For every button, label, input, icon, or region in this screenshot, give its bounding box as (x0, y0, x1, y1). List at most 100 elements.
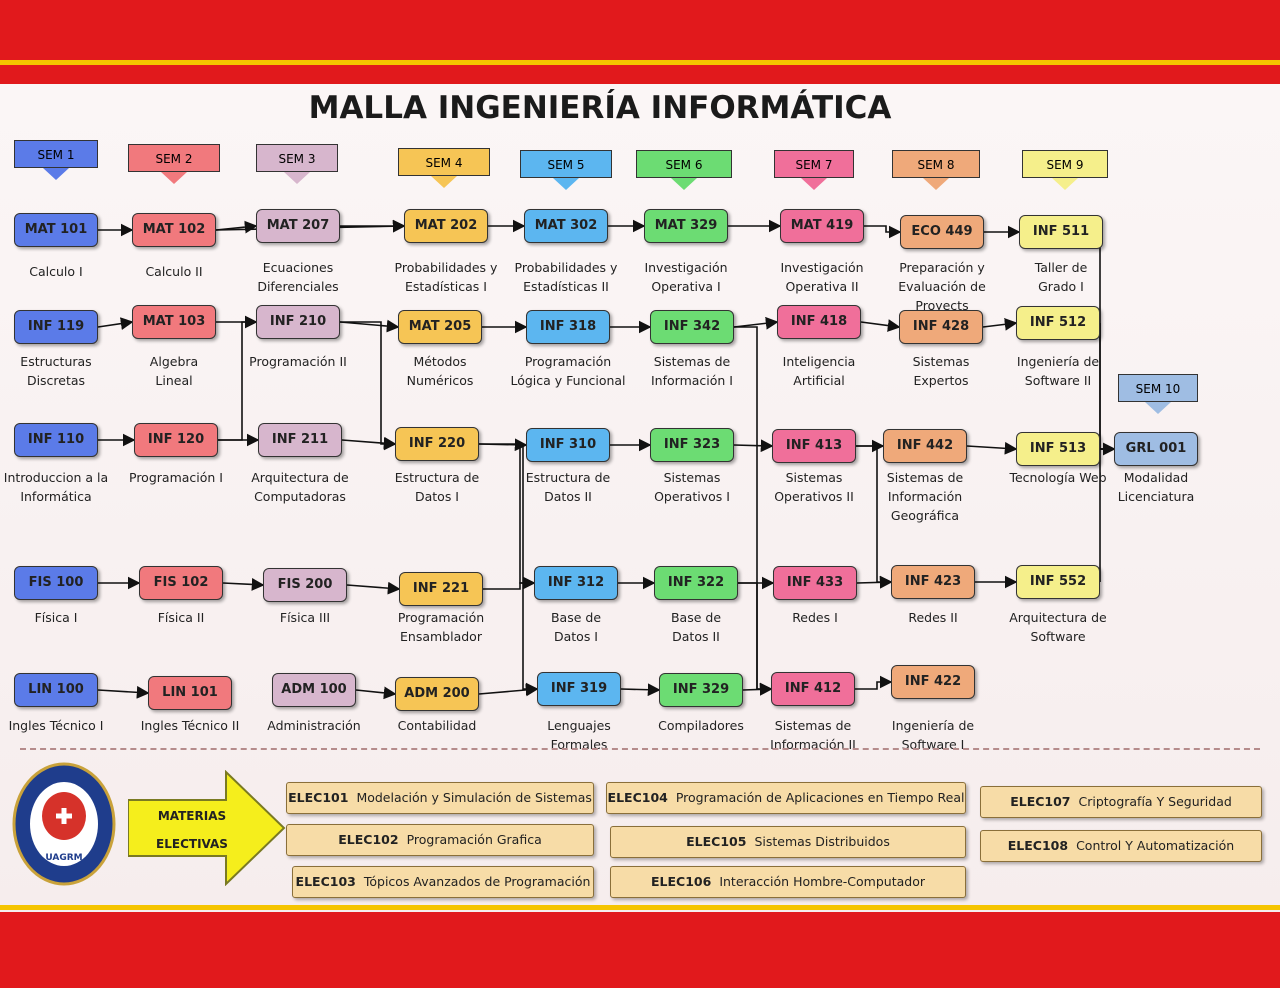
semester-label: SEM 4 (398, 148, 490, 176)
prerequisite-arrow (97, 317, 134, 330)
course-box: INF 512 (1016, 306, 1100, 340)
prerequisite-arrow (355, 686, 397, 700)
semester-header: SEM 10 (1118, 374, 1198, 414)
prerequisite-arrow (483, 576, 536, 590)
course-box: MAT 202 (404, 209, 488, 243)
course-box: INF 221 (399, 572, 483, 606)
course-name: Calculo II (145, 264, 203, 279)
course-box: INF 210 (256, 305, 340, 339)
svg-text:UAGRM: UAGRM (45, 853, 82, 863)
course-box: LIN 101 (148, 676, 232, 710)
prerequisite-arrow (966, 441, 1018, 455)
course-box: MAT 103 (132, 305, 216, 339)
course-name: Calculo I (29, 264, 83, 279)
semester-label: SEM 7 (774, 150, 854, 178)
course-name: Tecnología Web (1009, 470, 1107, 485)
semester-arrow-icon (161, 172, 187, 184)
course-box: INF 312 (534, 566, 618, 600)
course-box: INF 423 (891, 565, 975, 599)
course-box: MAT 419 (780, 209, 864, 243)
course-box: ECO 449 (900, 215, 984, 249)
prerequisite-arrow (222, 578, 265, 591)
semester-header: SEM 5 (520, 150, 612, 190)
semester-header: SEM 7 (774, 150, 854, 190)
course-name: Programación II (249, 354, 347, 369)
course-box: INF 119 (14, 310, 98, 344)
course-box: INF 422 (891, 665, 975, 699)
course-name: Administración (267, 718, 361, 733)
prerequisite-arrow (340, 321, 397, 451)
prerequisite-arrow (346, 581, 401, 595)
course-name: Programación I (129, 470, 223, 485)
prerequisite-arrow (218, 315, 258, 441)
electives-divider (20, 748, 1260, 750)
elective-code: ELEC106 (651, 874, 712, 889)
semester-label: SEM 3 (256, 144, 338, 172)
course-name: Compiladores (658, 718, 744, 733)
course-box: FIS 100 (14, 566, 98, 600)
course-name: Física II (157, 610, 205, 625)
semester-arrow-icon (284, 172, 310, 184)
semester-arrow-icon (43, 168, 69, 180)
elective-code: ELEC104 (607, 790, 668, 805)
course-box: ADM 100 (272, 673, 356, 707)
electives-arrow: MATERIAS ELECTIVAS (128, 770, 286, 886)
course-box: INF 433 (773, 566, 857, 600)
semester-header: SEM 9 (1022, 150, 1108, 190)
prerequisite-arrow (855, 675, 893, 690)
semester-header: SEM 4 (398, 148, 490, 188)
course-box: ADM 200 (395, 677, 479, 711)
prerequisite-arrow (339, 319, 400, 333)
course-box: INF 418 (777, 305, 861, 339)
prerequisite-arrow (620, 683, 661, 697)
prerequisite-arrow (856, 445, 893, 589)
course-box: INF 110 (14, 423, 98, 457)
course-box: LIN 100 (14, 673, 98, 707)
semester-header: SEM 2 (128, 144, 220, 184)
elective-code: ELEC103 (295, 874, 356, 889)
bottom-stripe (0, 905, 1280, 910)
prerequisite-arrow (738, 582, 773, 696)
bottom-banner (0, 912, 1280, 988)
semester-arrow-icon (801, 178, 827, 190)
course-box: INF 211 (258, 423, 342, 457)
course-box: INF 413 (772, 429, 856, 463)
prerequisite-arrow (1099, 442, 1116, 582)
course-box: INF 323 (650, 428, 734, 462)
course-box: FIS 102 (139, 566, 223, 600)
course-box: MAT 207 (256, 209, 340, 243)
prerequisite-arrow (982, 317, 1018, 331)
semester-arrow-icon (1052, 178, 1078, 190)
svg-text:ELECTIVAS: ELECTIVAS (156, 837, 228, 851)
course-box: INF 322 (654, 566, 738, 600)
elective-name: Control Y Automatización (1076, 838, 1235, 853)
faculty-logo: UAGRM (12, 762, 116, 886)
course-box: MAT 205 (398, 310, 482, 344)
elective-name: Programación Grafica (406, 832, 542, 847)
course-box: INF 412 (771, 672, 855, 706)
top-banner (0, 0, 1280, 84)
prerequisite-arrow (479, 443, 536, 590)
course-box: MAT 101 (14, 213, 98, 247)
semester-arrow-icon (553, 178, 579, 190)
svg-text:MATERIAS: MATERIAS (158, 809, 226, 823)
course-box: GRL 001 (1114, 432, 1198, 466)
